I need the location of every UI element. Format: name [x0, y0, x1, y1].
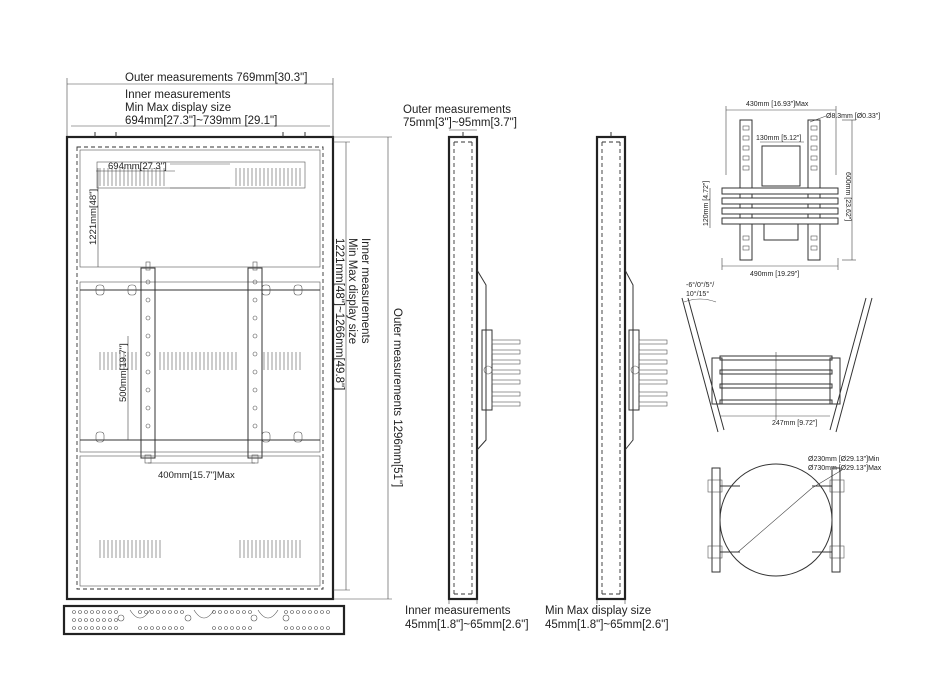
vesa-bracket-left: [140, 261, 156, 464]
inner-width-line3: 694mm[27.3"]~739mm [29.1"]: [125, 115, 277, 127]
display-depth-line2: 45mm[1.8"]~65mm[2.6"]: [545, 619, 669, 631]
inner-depth-line2: 45mm[1.8"]~65mm[2.6"]: [405, 619, 529, 631]
outer-height-label: Outer measurements 1296mm[51"]: [391, 308, 403, 487]
inner-width-small-label: 694mm[27.3"]: [108, 161, 167, 172]
bracket-base-width-label: 490mm [19.29"]: [750, 271, 799, 278]
round-min-label: Ø230mm [Ø29.13"]Min: [808, 456, 879, 463]
vesa-height-label: 500mm[19.7"]: [118, 343, 129, 402]
round-display-outline: [719, 463, 833, 577]
vesa-bracket-right: [247, 261, 263, 464]
bracket-inner-width-label: 130mm [5.12"]: [756, 135, 801, 142]
side-view-left: Outer measurements 75mm[3"]~95mm[3.7"] I…: [403, 104, 529, 631]
inner-depth-line1: Inner measurements: [405, 605, 511, 617]
inner-dashed-frame: [76, 146, 324, 590]
side-frame-left: [447, 135, 479, 601]
bracket-max-width-label: 430mm [16.93"]Max: [746, 101, 809, 108]
tilt-view: -6°/0°/5°/ 10°/15° 247mm [9.72"]: [681, 281, 873, 433]
outer-frame: [65, 135, 335, 601]
side-frame-right: [595, 135, 627, 601]
bottom-strip: [62, 604, 346, 636]
tilt-depth-label: 247mm [9.72"]: [772, 420, 817, 427]
inner-height-line1: Inner measurements: [359, 238, 371, 344]
outer-width-label: Outer measurements 769mm[30.3"]: [125, 72, 307, 84]
tilt-angle-line1: -6°/0°/5°/: [686, 281, 714, 289]
bracket-hole-dia-label: Ø8.3mm [Ø0.33"]: [826, 113, 880, 120]
round-max-label: Ø730mm [Ø29.13"]Max: [808, 465, 882, 472]
bracket-height-label: 600mm [23.62"]: [844, 172, 851, 221]
tilt-angle-line2: 10°/15°: [686, 290, 709, 298]
inner-height-line3: 1221mm[48"]~1266mm[49.8"]: [333, 238, 345, 390]
inner-width-line2: Min Max display size: [125, 102, 231, 114]
side-view-right: Min Max display size 45mm[1.8"]~65mm[2.6…: [545, 132, 669, 631]
round-view: Ø230mm [Ø29.13"]Min Ø730mm [Ø29.13"]Max: [707, 456, 882, 577]
front-view: Outer measurements 769mm[30.3"] Inner me…: [62, 72, 403, 636]
inner-height-line2: Min Max display size: [346, 238, 358, 344]
inner-height-small-label: 1221mm[48"]: [88, 189, 99, 245]
bracket-view: 430mm [16.93"]Max Ø8.3mm [Ø0.33"] 130mm …: [703, 101, 880, 278]
display-depth-line1: Min Max display size: [545, 605, 651, 617]
outer-depth-line2: 75mm[3"]~95mm[3.7"]: [403, 117, 517, 129]
outer-depth-line1: Outer measurements: [403, 104, 511, 116]
vesa-width-label: 400mm[15.7"]Max: [158, 470, 235, 481]
bracket-short-height-label: 120mm [4.72"]: [703, 181, 710, 226]
inner-width-line1: Inner measurements: [125, 89, 231, 101]
